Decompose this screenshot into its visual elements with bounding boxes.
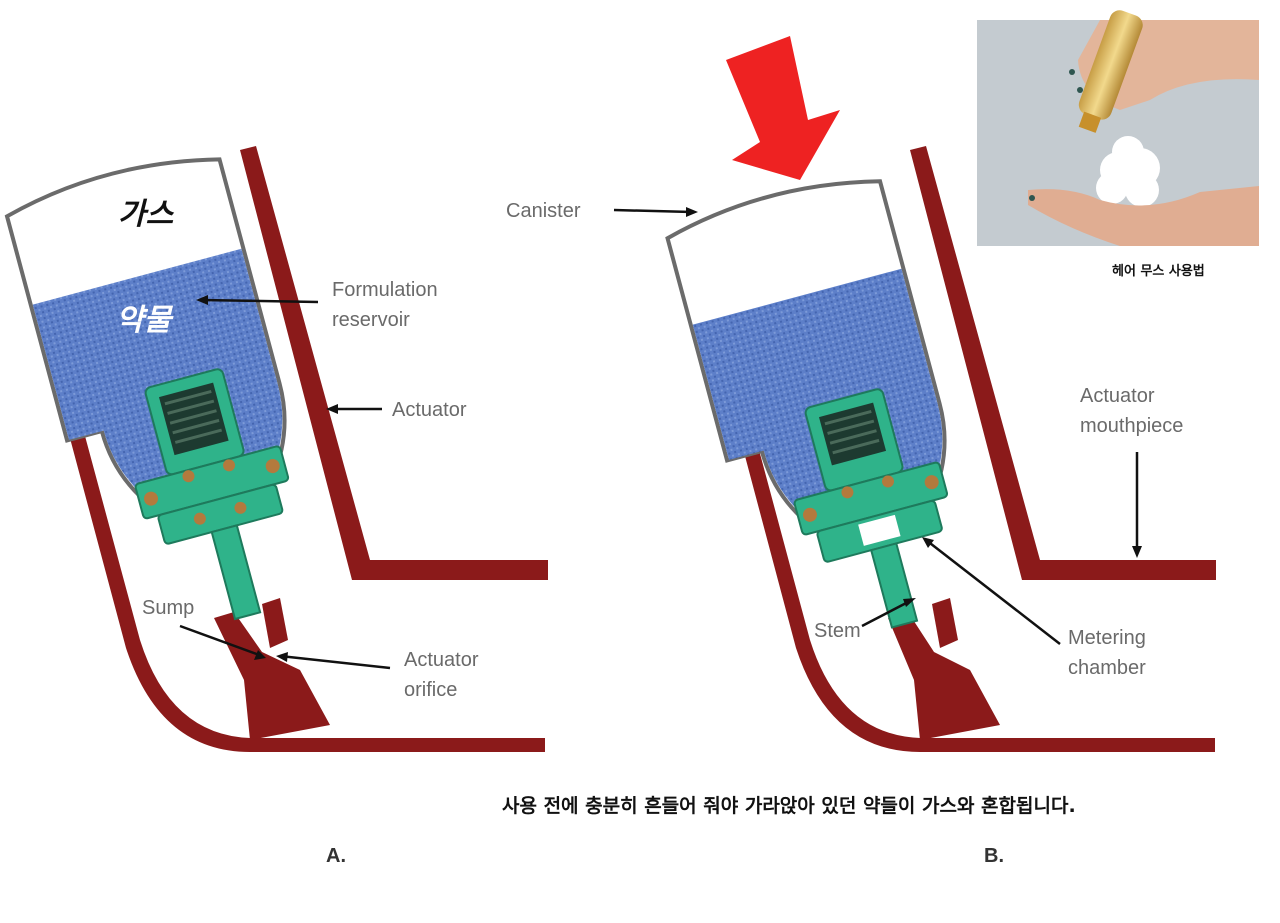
canister-label: Canister (506, 200, 581, 222)
panel-a-diagram: 가스 약물 Formulation reservoir Actuator Sum… (4, 146, 548, 867)
formulation-label-2: reservoir (332, 309, 410, 331)
sump-label: Sump (142, 597, 194, 619)
stem-a (210, 524, 262, 621)
actuator-label: Actuator (392, 399, 467, 421)
mouthpiece-label-2: mouthpiece (1080, 415, 1183, 437)
orifice-label-2: orifice (404, 679, 457, 701)
press-arrow (726, 36, 840, 180)
lower-hand (1028, 186, 1259, 246)
gas-label: 가스 (118, 197, 175, 232)
nozzle-b (888, 612, 1000, 740)
stem-label: Stem (814, 620, 861, 642)
panel-b-diagram: Canister Actuator mouthpiece Stem Meteri… (506, 36, 1216, 867)
actuator-body-right-b (910, 146, 1216, 580)
formulation-label-1: Formulation (332, 279, 438, 301)
bottom-caption: 사용 전에 충분히 흔들어 줘야 가라앉아 있던 약들이 가스와 혼합됩니다. (502, 794, 1076, 817)
panel-letter-a: A. (326, 845, 346, 867)
foam (1096, 136, 1160, 207)
sump-block (214, 612, 330, 740)
orifice-label-1: Actuator (404, 649, 479, 671)
stem-b (869, 542, 919, 629)
photo-caption: 헤어 무스 사용법 (1112, 263, 1205, 279)
liquid-label: 약물 (116, 303, 175, 338)
mousse-bottle (1078, 10, 1143, 120)
metering-label-1: Metering (1068, 627, 1146, 649)
hair-mousse-photo (977, 10, 1259, 246)
metering-label-2: chamber (1068, 657, 1146, 679)
nozzle-right (262, 598, 288, 648)
panel-letter-b: B. (984, 845, 1004, 867)
actuator-body-right (240, 146, 548, 580)
mouthpiece-label-1: Actuator (1080, 385, 1155, 407)
